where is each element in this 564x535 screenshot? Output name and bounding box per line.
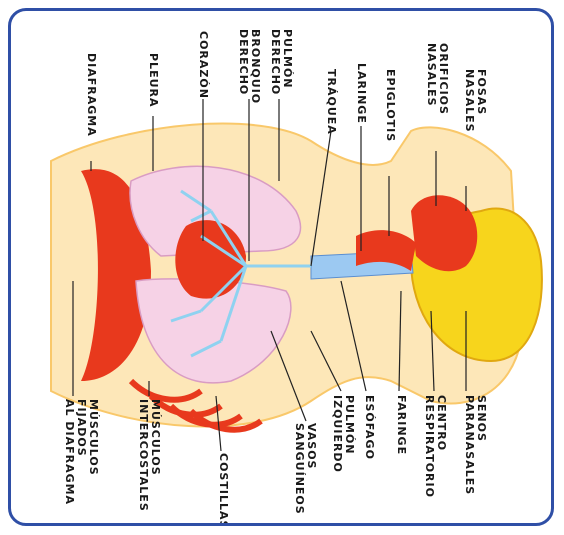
label-costillas: COSTILLAS xyxy=(217,453,229,526)
label-traquea: TRÁQUEA xyxy=(325,69,337,135)
label-corazon: CORAZÓN xyxy=(197,31,209,99)
label-laringe: LARINGE xyxy=(355,63,367,124)
label-pleura: PLEURA xyxy=(147,53,159,108)
label-epiglotis: EPIGLOTIS xyxy=(384,69,396,142)
label-esofago: ESÓFAGO xyxy=(363,395,375,460)
label-diafragma: DIAFRAGMA xyxy=(85,53,97,137)
label-faringe: FARINGE xyxy=(395,395,407,455)
